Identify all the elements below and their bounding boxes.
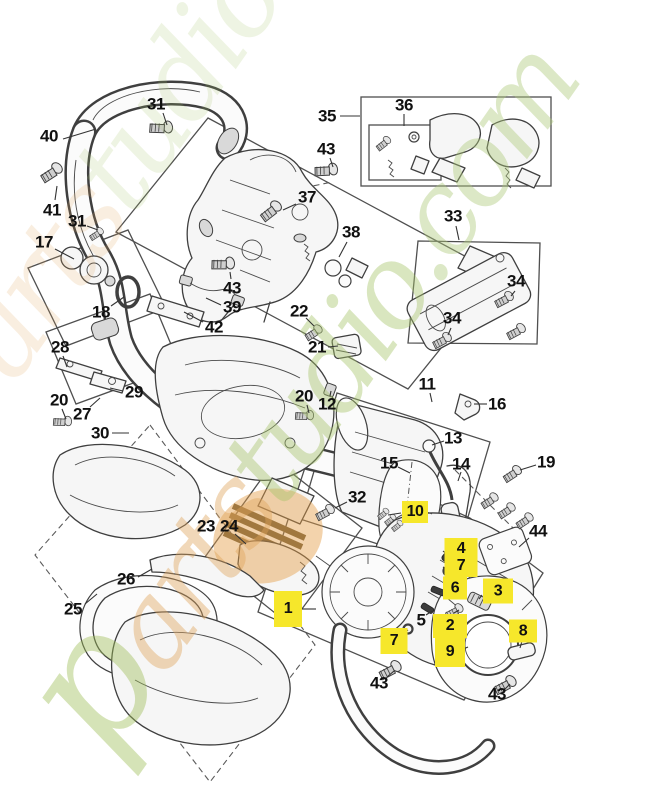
leader-line-24 bbox=[234, 533, 247, 545]
leader-line-20 bbox=[61, 408, 67, 420]
leader-line-3 bbox=[478, 594, 483, 600]
part-28-29-brackets-drawing bbox=[55, 357, 127, 394]
leader-line-43 bbox=[386, 670, 395, 678]
part-9-cover-drawing bbox=[430, 575, 548, 703]
screw-icon bbox=[479, 490, 501, 512]
leader-line-31 bbox=[162, 112, 168, 126]
screw-icon bbox=[496, 500, 518, 522]
leader-line-38 bbox=[338, 241, 348, 258]
leader-line-41 bbox=[54, 185, 58, 201]
leader-line-13 bbox=[431, 440, 445, 446]
leader-lines bbox=[54, 112, 537, 690]
part-36-contents-drawing bbox=[374, 131, 430, 178]
screw-icon bbox=[501, 463, 524, 486]
leader-line-27 bbox=[89, 397, 101, 408]
part-21-22-drawing bbox=[323, 333, 362, 398]
part-23-24-carburetor-drawing bbox=[213, 477, 331, 596]
leader-line-34 bbox=[447, 327, 452, 336]
leader-line-18 bbox=[110, 296, 125, 307]
part-35-contents-drawing bbox=[429, 113, 541, 189]
leader-line-31 bbox=[86, 225, 99, 231]
leader-line-44 bbox=[518, 537, 530, 548]
part-30-housing-drawing bbox=[154, 334, 335, 481]
leader-line-5 bbox=[425, 610, 433, 616]
leader-line-42 bbox=[183, 311, 204, 323]
part-25-26-covers-drawing bbox=[52, 443, 291, 746]
leader-line-29 bbox=[109, 387, 124, 392]
leader-line-20 bbox=[306, 404, 310, 414]
leader-line-2 bbox=[453, 609, 460, 614]
part-44-plate-drawing bbox=[478, 526, 533, 576]
leader-line-37 bbox=[282, 203, 297, 211]
leader-line-14 bbox=[457, 471, 462, 482]
group-box-35 bbox=[360, 96, 552, 187]
leader-line-32 bbox=[334, 501, 348, 509]
part-33-muffler-drawing bbox=[406, 245, 532, 352]
leader-line-12 bbox=[329, 390, 332, 397]
screw-icon bbox=[51, 414, 73, 429]
group-box-main-handle bbox=[115, 117, 501, 390]
leader-line-22 bbox=[305, 317, 315, 327]
leader-line-21 bbox=[327, 345, 339, 348]
part-37-38-drawing bbox=[293, 233, 369, 288]
screw-icon bbox=[376, 657, 404, 684]
leader-line-39 bbox=[205, 297, 222, 306]
leader-line-33 bbox=[455, 225, 460, 241]
leader-line-17 bbox=[54, 248, 75, 260]
part-16-bracket-drawing bbox=[454, 393, 481, 421]
leader-line-43 bbox=[229, 271, 232, 280]
leader-line-40 bbox=[62, 128, 97, 140]
leader-line-26 bbox=[137, 568, 153, 578]
part-39-wire-drawing bbox=[178, 274, 245, 307]
screw-icon bbox=[504, 320, 528, 343]
leader-line-34 bbox=[510, 290, 516, 297]
leader-line-11 bbox=[429, 392, 433, 403]
leader-line-43 bbox=[504, 683, 511, 690]
part-42-chain-catcher-drawing bbox=[146, 295, 205, 328]
leader-line-28 bbox=[62, 355, 68, 368]
leader-line-15 bbox=[397, 466, 411, 474]
leader-line-10 bbox=[387, 512, 402, 516]
leader-line-6 bbox=[438, 590, 443, 594]
part-handle-assembly-drawing bbox=[181, 149, 339, 323]
leader-line-43 bbox=[329, 157, 334, 168]
leader-line-19 bbox=[519, 464, 537, 471]
leader-line-25 bbox=[84, 593, 98, 605]
